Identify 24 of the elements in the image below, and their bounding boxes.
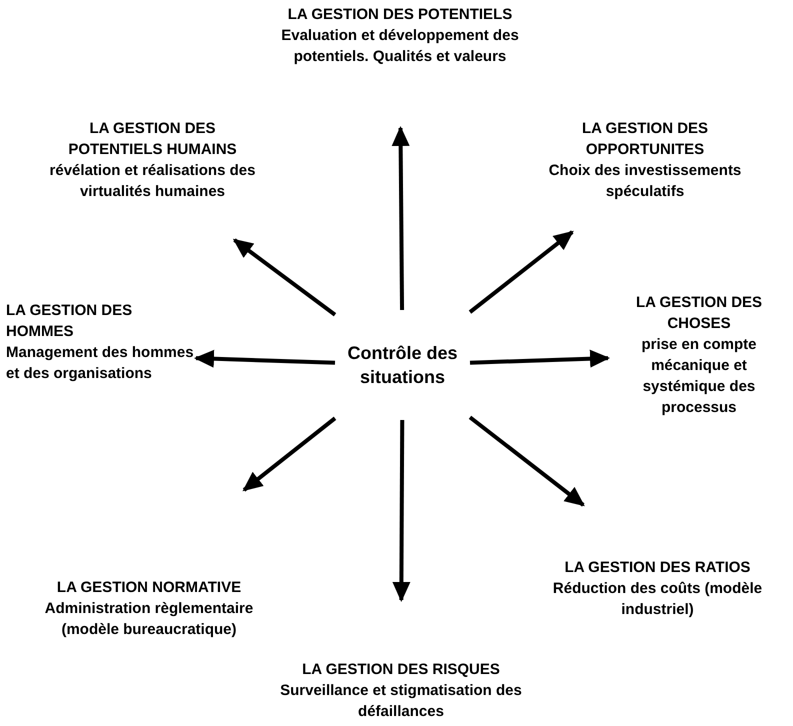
arrow (468, 230, 574, 314)
node-description: révélation et réalisations des virtualités humaines (48, 161, 256, 202)
node-heading: LA GESTION DES POTENTIELS (288, 5, 512, 25)
arrow (468, 416, 585, 507)
node-description: Evaluation et développement des potentiels. Qualités et valeurs (280, 26, 520, 67)
node-description: Management des hommes et des organisations (6, 343, 195, 384)
arrow (392, 126, 410, 310)
node-description: Réduction des coûts (modèle industriel) (552, 579, 764, 620)
node-description: Administration règlementaire (modèle bureaucratique) (44, 599, 254, 640)
arrow (232, 238, 336, 316)
arrow (242, 416, 336, 492)
arrow (194, 350, 336, 368)
node-heading: LA GESTION DES RATIOS (564, 558, 750, 578)
node-heading: LA GESTION DES POTENTIELS HUMAINS (67, 119, 238, 160)
arrow (470, 350, 610, 368)
node-heading: LA GESTION DES RISQUES (302, 660, 500, 680)
center-label: Contrôle des situations (346, 342, 458, 389)
node-description: prise en compte mécanique et systémique des processus (640, 335, 758, 418)
node-heading: LA GESTION DES HOMMES (6, 301, 134, 342)
node-heading: LA GESTION NORMATIVE (56, 578, 242, 598)
node-heading: LA GESTION DES OPPORTUNITES (580, 119, 710, 160)
node-description: Choix des investissements spéculatifs (548, 161, 742, 202)
node-description: Surveillance et stigmatisation des défaillances (280, 681, 522, 722)
arrow (392, 420, 410, 602)
